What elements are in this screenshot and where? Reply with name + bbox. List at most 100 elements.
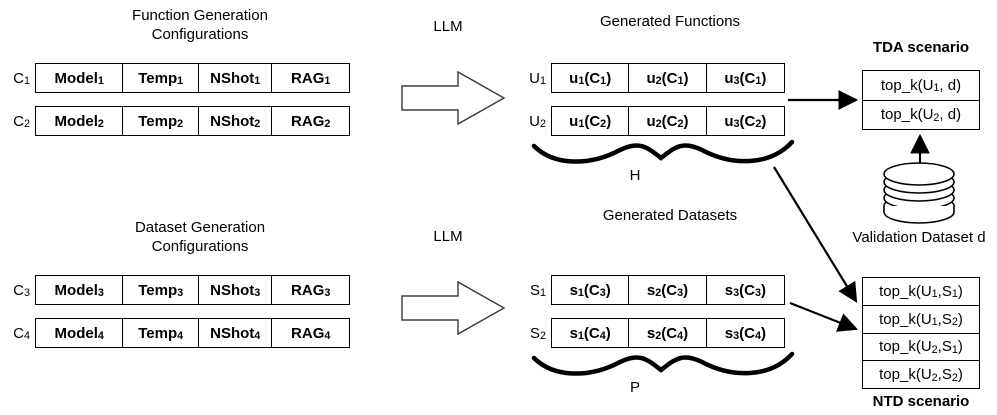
cell-sub: 3 <box>254 287 261 300</box>
row-prefix: top_k(U <box>880 106 934 124</box>
cell-fn-sub: 3 <box>733 287 740 300</box>
cell-text: Model <box>54 324 98 342</box>
row-label-text: C <box>13 112 24 130</box>
validation-dataset-label: Validation Dataset d <box>852 229 986 246</box>
cell-paren-close: ) <box>683 281 689 299</box>
row-suffix: , d) <box>939 106 962 124</box>
cell-arg-sub: 1 <box>755 75 762 88</box>
brace-h-label: H <box>629 167 641 184</box>
cell-sub: 1 <box>254 75 261 88</box>
cell-text: NShot <box>210 324 255 342</box>
cell-paren-close: ) <box>760 281 766 299</box>
row-prefix: top_k(U <box>879 338 932 356</box>
cell-fn-sub: 1 <box>577 330 584 343</box>
cell-arg: C <box>588 324 600 342</box>
row-mid: ,S <box>937 338 952 356</box>
cell-arg-sub: 4 <box>754 330 761 343</box>
cell-arg: C <box>666 324 678 342</box>
cell-text: RAG <box>291 324 325 342</box>
row-suffix: ) <box>957 310 963 328</box>
cell-sub: 1 <box>177 75 184 88</box>
cell-sub: 2 <box>97 118 104 131</box>
llm-arrow-top <box>400 70 506 126</box>
row-label-text: C <box>13 281 24 299</box>
generated-functions-title: Generated Functions <box>599 13 741 30</box>
function-config-title: Function Generation Configurations <box>132 7 268 43</box>
cell-arg: C <box>666 112 678 130</box>
cell-paren-close: ) <box>683 112 689 130</box>
cell-text: RAG <box>291 69 325 87</box>
cell-arg: C <box>588 281 600 299</box>
cell-sub: 4 <box>97 330 104 343</box>
tda-scenario-title: TDA scenario <box>872 39 970 56</box>
row-label-sub: 3 <box>23 287 30 300</box>
row-prefix: top_k(U <box>880 76 934 94</box>
row-label-text: C <box>13 324 24 342</box>
cell-paren-close: ) <box>761 69 767 87</box>
cell-paren-close: ) <box>683 324 689 342</box>
row-label-sub: 4 <box>23 330 30 343</box>
row-suffix: ) <box>957 366 963 384</box>
row-label-sub: 1 <box>539 287 546 300</box>
row-sub: 1 <box>933 82 940 95</box>
cell-text: RAG <box>291 281 325 299</box>
cell-paren-close: ) <box>606 69 612 87</box>
cell-fn-sub: 2 <box>655 118 662 131</box>
row-suffix: ) <box>957 282 963 300</box>
cell-paren-close: ) <box>605 281 611 299</box>
cell-fn: u <box>724 69 734 87</box>
cell-fn: s <box>646 281 656 299</box>
cell-fn-sub: 3 <box>733 75 740 88</box>
cell-paren-close: ) <box>605 324 611 342</box>
cell-arg: C <box>744 324 755 342</box>
cell-fn: s <box>569 281 578 299</box>
cell-paren-open: ( <box>584 112 590 130</box>
cell-arg-sub: 1 <box>677 75 684 88</box>
cell-fn: s <box>646 324 656 342</box>
cell-fn: s <box>569 324 578 342</box>
cell-fn: s <box>724 324 734 342</box>
cell-fn-sub: 2 <box>655 75 662 88</box>
cell-text: Model <box>54 281 98 299</box>
cell-paren-open: ( <box>739 69 745 87</box>
cell-fn-sub: 2 <box>655 330 662 343</box>
cell-sub: 2 <box>324 118 331 131</box>
cell-arg: C <box>744 112 756 130</box>
row-prefix: top_k(U <box>879 310 932 328</box>
arrow-datasets-to-ntd <box>786 295 876 345</box>
cell-text: Temp <box>138 112 178 130</box>
row-label-sub: 2 <box>539 330 546 343</box>
cell-fn-sub: 3 <box>733 330 740 343</box>
arrow-functions-to-ntd <box>760 155 870 315</box>
cell-fn: s <box>724 281 734 299</box>
cell-sub: 2 <box>177 118 184 131</box>
cell-sub: 3 <box>97 287 104 300</box>
